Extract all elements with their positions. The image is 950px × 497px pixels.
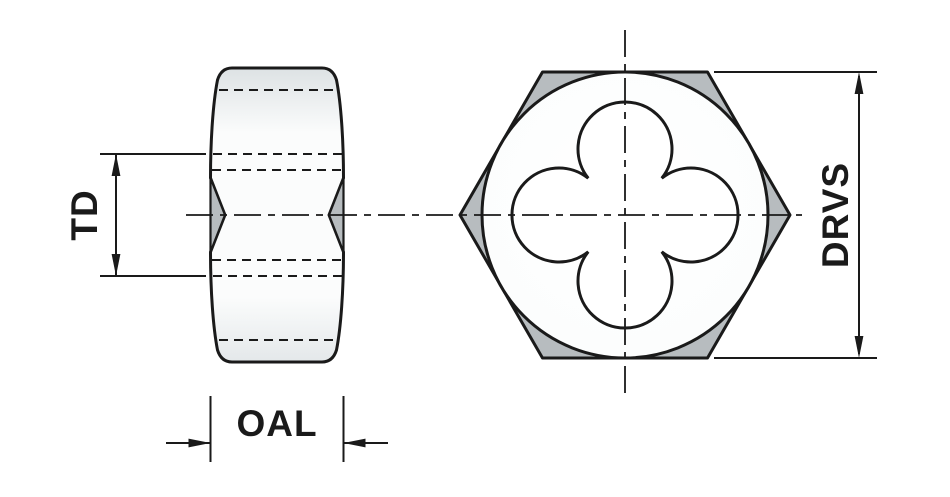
td-arrow-up [111, 154, 121, 176]
drvs-dimension: DRVS [714, 71, 877, 359]
side-view [209, 66, 345, 364]
oal-label: OAL [236, 403, 317, 444]
centerlines [186, 30, 802, 398]
oal-arrow-left [343, 438, 366, 448]
oal-dimension: OAL [166, 396, 388, 462]
drvs-arrow-up [854, 72, 864, 94]
td-label: TD [64, 189, 105, 240]
drvs-label: DRVS [815, 162, 856, 268]
td-arrow-down [111, 254, 121, 276]
td-dimension: TD [64, 153, 206, 277]
die-side-outline [209, 66, 345, 364]
drvs-arrow-down [854, 336, 864, 358]
oal-arrow-right [188, 438, 211, 448]
